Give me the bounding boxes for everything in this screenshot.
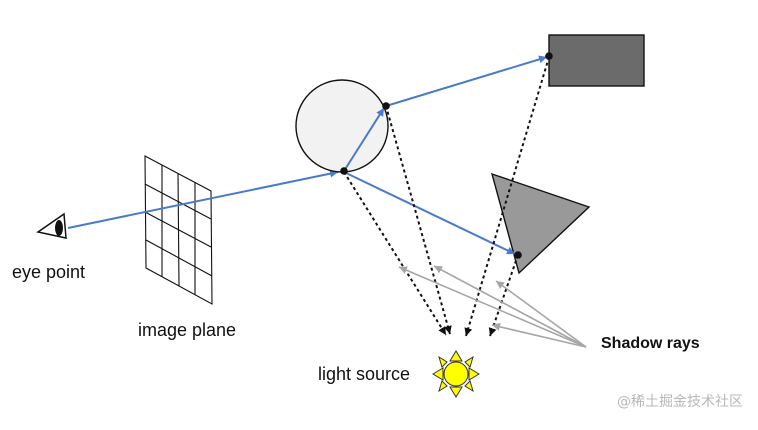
reflection-ray-to-rectangle [385, 55, 548, 107]
watermark-text: @稀土掘金技术社区 [617, 394, 743, 410]
shadow-rays-label: Shadow rays [601, 335, 700, 352]
eye-icon [36, 212, 67, 239]
intersection-point-sphere-top [382, 102, 390, 110]
reflection-ray-up [343, 107, 385, 172]
shadow-ray-3 [464, 56, 550, 337]
intersection-point-triangle [514, 251, 522, 259]
shadow-ray-2 [385, 105, 452, 335]
refraction-ray-to-triangle [343, 171, 516, 255]
eye-point-label: eye point [12, 262, 86, 282]
sun-icon [432, 350, 480, 398]
shadow-ray-4 [488, 254, 519, 337]
intersection-point-rectangle [545, 52, 553, 60]
light-source-label: light source [318, 364, 411, 384]
sphere-object [295, 79, 389, 173]
shadow-ray-pointers [398, 265, 587, 348]
rectangle-object [548, 34, 645, 87]
image-plane-label: image plane [138, 320, 237, 340]
image-plane-grid [144, 155, 213, 305]
camera-ray-primary [67, 169, 339, 229]
intersection-point-sphere-front [340, 167, 348, 175]
shadow-ray-1 [343, 171, 447, 336]
triangle-object [490, 172, 591, 275]
